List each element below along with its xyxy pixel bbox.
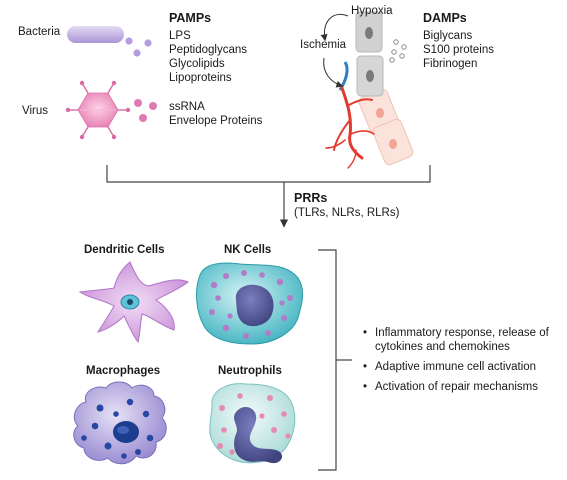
outcome-item-inflammatory-line2: cytokines and chemokines [375, 341, 510, 353]
pamps-item-lps: LPS [169, 30, 191, 42]
hypoxia-label: Hypoxia [351, 5, 393, 17]
neutrophil-illustration [209, 383, 296, 464]
nk-cells-label: NK Cells [224, 244, 272, 256]
outcome-item-adaptive: Adaptive immune cell activation [363, 360, 549, 374]
outcome-list: Inflammatory response, release of cytoki… [363, 326, 549, 400]
bacteria-illustration [67, 26, 152, 57]
prrs-subtitle: (TLRs, NLRs, RLRs) [294, 207, 400, 219]
bacteria-label: Bacteria [18, 26, 61, 38]
tissue-ischemia-illustration [320, 11, 414, 169]
dendritic-cells-label: Dendritic Cells [84, 244, 165, 256]
neutrophils-label: Neutrophils [218, 365, 282, 377]
ischemia-label: Ischemia [300, 39, 347, 51]
macrophage-illustration [73, 381, 167, 465]
macrophages-label: Macrophages [86, 365, 161, 377]
pamps-item-glycolipids: Glycolipids [169, 58, 225, 70]
pamps-damps-to-prrs-connector [106, 165, 431, 228]
damps-title: DAMPs [423, 11, 467, 25]
outcome-item-repair-line1: Activation of repair mechanisms [375, 381, 538, 393]
pamps-item-envelope-proteins: Envelope Proteins [169, 115, 263, 127]
pamps-item-peptidoglycans: Peptidoglycans [169, 44, 247, 56]
outcome-item-adaptive-line1: Adaptive immune cell activation [375, 361, 537, 373]
damps-item-biglycans: Biglycans [423, 30, 473, 42]
virus-label: Virus [22, 105, 48, 117]
dendritic-cell-illustration [78, 261, 189, 344]
outcome-item-inflammatory-line1: Inflammatory response, release of [375, 327, 549, 339]
cells-outcome-bracket [318, 249, 352, 471]
outcome-item-inflammatory: Inflammatory response, release of cytoki… [363, 326, 549, 354]
outcome-item-repair: Activation of repair mechanisms [363, 380, 549, 394]
pamps-item-lipoproteins: Lipoproteins [169, 72, 232, 84]
pamps-title: PAMPs [169, 11, 212, 25]
damps-item-fibrinogen: Fibrinogen [423, 58, 478, 70]
virus-illustration [65, 80, 157, 140]
damps-item-s100: S100 proteins [423, 44, 494, 56]
nk-cell-illustration [196, 262, 304, 345]
pamps-item-ssrna: ssRNA [169, 101, 205, 113]
prrs-title: PRRs [294, 191, 328, 205]
